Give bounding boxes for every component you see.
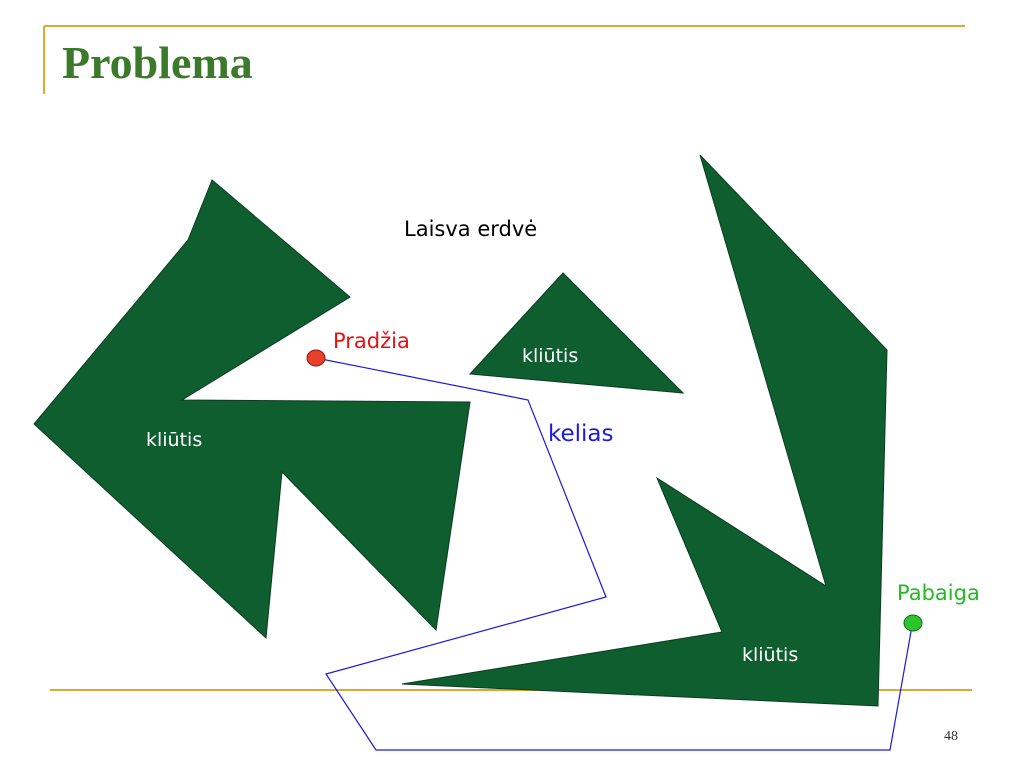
slide-title: Problema [62, 37, 253, 88]
path-label: kelias [548, 421, 614, 447]
start-label: Pradžia [333, 329, 410, 353]
end-label: Pabaiga [897, 581, 980, 605]
start-point [306, 349, 326, 367]
obstacle-triangle [468, 272, 685, 394]
end-point [903, 614, 923, 632]
obstacle-triangle-label: kliūtis [522, 345, 578, 367]
obstacle-right [401, 154, 888, 707]
obstacle-right-label: kliūtis [742, 644, 798, 666]
obstacle-left [33, 179, 471, 640]
path-line [315, 357, 913, 751]
obstacle-left-label: kliūtis [146, 429, 202, 451]
page-number: 48 [944, 729, 958, 744]
free-space-label: Laisva erdvė [404, 217, 537, 241]
